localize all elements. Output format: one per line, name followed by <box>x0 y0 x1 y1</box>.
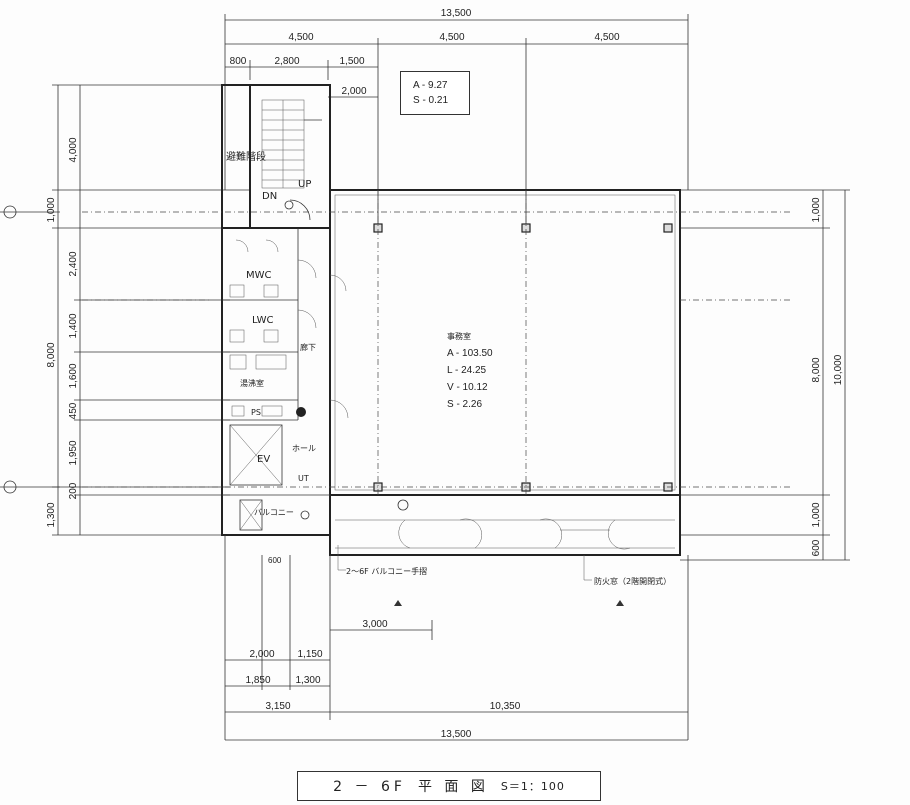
dim-left-1000: 1,000 <box>46 197 57 222</box>
core-area-a: A - 9.27 <box>413 80 448 91</box>
core-area-box: A - 9.27 S - 0.21 <box>400 71 470 115</box>
dim-left-1400: 1,400 <box>68 313 79 338</box>
dim-left-2400: 2,400 <box>68 251 79 276</box>
dim-top-total: 13,500 <box>441 8 472 19</box>
drawing-title: 2 － 6F 平 面 図 S＝1：100 <box>297 771 601 801</box>
balcony-doors <box>397 499 631 550</box>
dim-bottom-1150: 1,150 <box>297 649 322 660</box>
label-lwc: LWC <box>252 315 274 326</box>
label-corridor: 廊下 <box>300 342 316 352</box>
office-info: 事務室 A - 103.50 L - 24.25 V - 10.12 S - 2… <box>447 328 493 413</box>
label-mwc: MWC <box>246 270 272 281</box>
title-plan: 平 面 図 <box>417 779 489 795</box>
dim-bottom-2000: 2,000 <box>249 649 274 660</box>
dim-right-1000-bottom: 1,000 <box>811 502 822 527</box>
title-scale: S＝1：100 <box>500 780 565 793</box>
dim-bottom-3150: 3,150 <box>265 701 290 712</box>
dim-right-8000: 8,000 <box>811 357 822 382</box>
bottom-dimensions: 600 3,000 2,000 1,150 1,850 1,300 3,150 … <box>224 535 689 741</box>
core-rooms <box>222 354 349 531</box>
dim-left-1300: 1,300 <box>46 502 57 527</box>
title-floor: 2 － 6F <box>333 779 406 795</box>
dim-right-1000-top: 1,000 <box>811 197 822 222</box>
office-area-l: L - 24.25 <box>447 365 487 376</box>
dim-left-total: 8,000 <box>46 342 57 367</box>
label-dn: DN <box>262 191 277 202</box>
core-area-s: S - 0.21 <box>413 95 449 106</box>
dim-bottom-total: 13,500 <box>441 729 472 740</box>
dim-right-600: 600 <box>811 539 822 556</box>
dim-top-sub-1: 800 <box>230 56 247 67</box>
office-area-a: A - 103.50 <box>447 348 493 359</box>
grid-axis-markers <box>0 205 60 494</box>
dim-top-sub-3: 1,500 <box>339 56 364 67</box>
dim-door-600: 600 <box>268 556 282 565</box>
dim-top-sub-2: 2,800 <box>274 56 299 67</box>
dim-left-4000: 4,000 <box>68 137 79 162</box>
label-kitchen: 湯沸室 <box>240 378 264 388</box>
label-up: UP <box>298 179 311 190</box>
top-dimensions: 13,500 4,500 4,500 4,500 800 2,800 1,500… <box>224 8 689 230</box>
label-ps: PS <box>251 408 261 417</box>
dim-bottom-3000: 3,000 <box>362 619 387 630</box>
dim-left-1950: 1,950 <box>68 440 79 465</box>
note-balcony-rail: 2～6F バルコニー手摺 <box>346 566 427 576</box>
dim-bottom-1300: 1,300 <box>295 675 320 686</box>
dim-left-1600: 1,600 <box>68 363 79 388</box>
dim-top-span-3: 4,500 <box>594 32 619 43</box>
label-stair: 避難階段 <box>226 150 266 163</box>
stair <box>261 99 322 221</box>
dim-top-offset: 2,000 <box>341 86 366 97</box>
label-balcony: バルコニー <box>254 508 294 517</box>
right-dimensions: 1,000 8,000 1,000 600 10,000 <box>680 189 850 561</box>
dim-bottom-1850: 1,850 <box>245 675 270 686</box>
office-name: 事務室 <box>447 332 471 341</box>
note-leaders <box>337 545 624 606</box>
dim-left-450: 450 <box>68 402 79 419</box>
label-ut: UT <box>298 474 309 483</box>
label-hall: ホール <box>292 444 316 453</box>
dim-top-span-1: 4,500 <box>288 32 313 43</box>
room-labels: 避難階段 DN UP MWC LWC 廊下 湯沸室 PS EV ホール UT バ… <box>226 150 671 586</box>
building-walls <box>221 84 681 556</box>
grid-centre-lines <box>82 190 790 495</box>
office-area-s: S - 2.26 <box>447 399 483 410</box>
label-ev: EV <box>257 454 270 465</box>
dim-right-total: 10,000 <box>833 354 844 385</box>
office-area-v: V - 10.12 <box>447 382 488 393</box>
toilets <box>222 228 347 420</box>
note-window: 防火窓（2階開閉式） <box>594 576 671 586</box>
left-dimensions: 4,000 1,000 2,400 1,400 1,600 450 1,950 … <box>46 84 250 536</box>
dim-left-200: 200 <box>68 482 79 499</box>
dim-top-span-2: 4,500 <box>439 32 464 43</box>
dim-bottom-10350: 10,350 <box>490 701 521 712</box>
